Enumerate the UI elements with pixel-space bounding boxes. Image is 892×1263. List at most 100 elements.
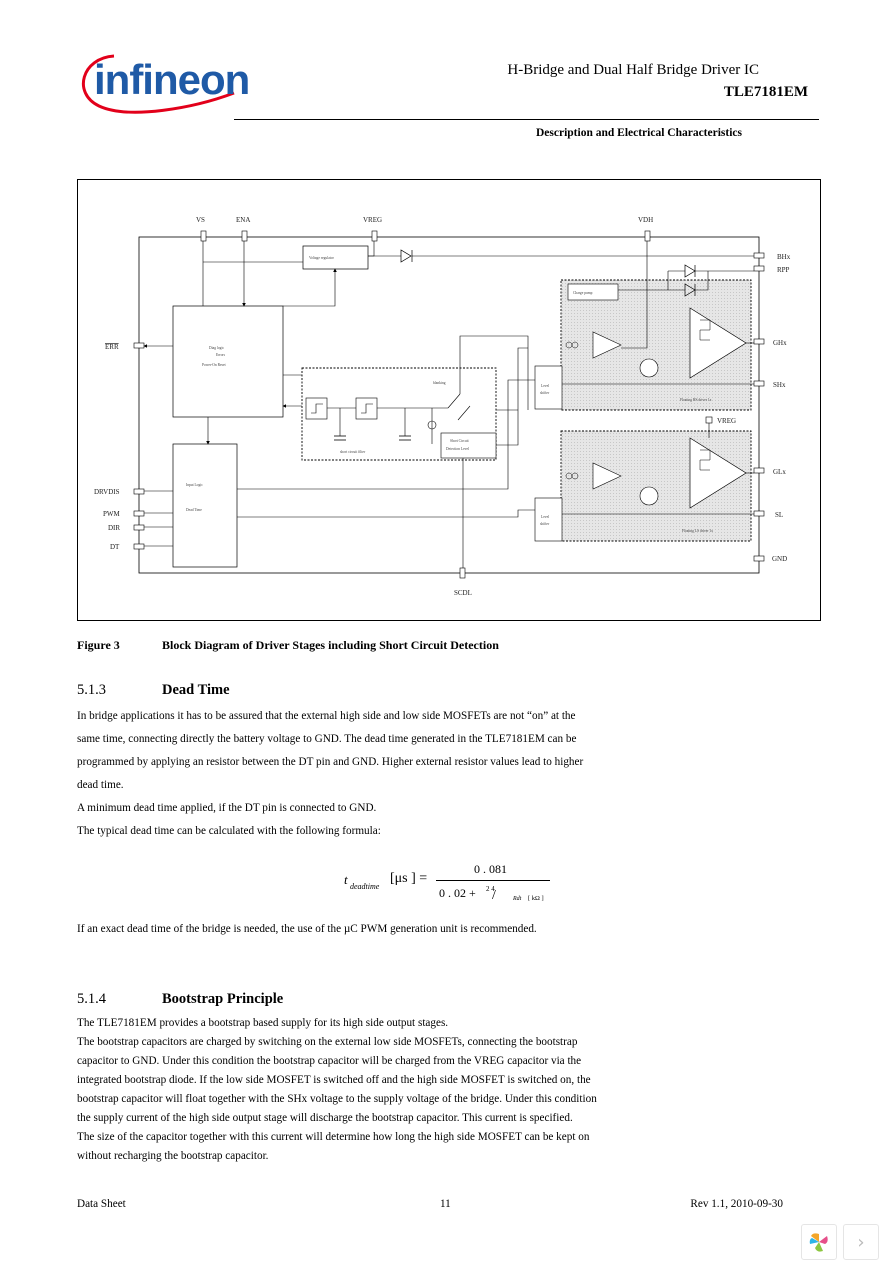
paragraph-line: dead time.: [77, 779, 124, 791]
wiring: [143, 241, 754, 568]
pin-glx: GLx: [753, 467, 786, 476]
document-title: H-Bridge and Dual Half Bridge Driver IC: [507, 62, 759, 78]
schmitt-trigger-1: [305, 397, 328, 420]
pin-label-shx: SHx: [773, 381, 786, 389]
diag-logic-block: [172, 305, 284, 418]
fraction-bar: [436, 880, 550, 881]
bootstrap-paragraph: The TLE7181EM provides a bootstrap based…: [77, 1014, 697, 1166]
pin-label-drvdis: DRVDIS: [94, 488, 120, 496]
formula-lhs-var: t: [344, 872, 348, 887]
short-circuit-detection-block: [440, 432, 497, 459]
footer-revision: Rev 1.1, 2010-09-30: [690, 1198, 783, 1210]
pin-ena: ENA: [236, 216, 250, 242]
paragraph-line: The TLE7181EM provides a bootstrap based…: [77, 1017, 449, 1029]
level-shifter-ls-label-1: Level: [541, 515, 549, 519]
dead-time-note: If an exact dead time of the bridge is n…: [77, 923, 537, 935]
pin-label-gnd: GND: [772, 555, 787, 563]
pin-label-dt: DT: [110, 543, 120, 551]
rpp-diode-1: [684, 264, 696, 278]
pin-vdh: VDH: [638, 216, 653, 242]
footer-page-number: 11: [440, 1198, 451, 1210]
ls-driver-label: Floating LS driver 1x: [682, 529, 713, 533]
formula-lhs-sub: deadtime: [350, 882, 380, 891]
paragraph-line: integrated bootstrap diode. If the low s…: [77, 1074, 591, 1086]
pinwheel-logo-icon[interactable]: [801, 1224, 837, 1260]
pin-vs: VS: [196, 216, 207, 242]
schmitt-trigger-2: [355, 397, 378, 420]
section-running-title: Description and Electrical Characteristi…: [536, 127, 742, 139]
input-logic-block: [172, 443, 238, 568]
hs-driver-label: Floating HS driver 1x: [680, 398, 712, 402]
sc-detection-label-2: Detection Level: [446, 447, 469, 451]
formula-denominator-start: 0 . 02 +: [439, 886, 476, 900]
paragraph-line: capacitor to GND. Under this condition t…: [77, 1055, 582, 1067]
formula-lhs-unit: [μs ] =: [390, 871, 428, 886]
infineon-logo: infineon: [74, 48, 250, 118]
paragraph-line: A minimum dead time applied, if the DT p…: [77, 802, 377, 814]
pin-label-err: ERR: [105, 343, 119, 351]
section-number: 5.1.4: [77, 991, 106, 1007]
pin-pwm: PWM: [103, 510, 145, 518]
paragraph-line: programmed by applying an resistor betwe…: [77, 756, 584, 768]
formula-numerator: 0 . 081: [474, 862, 507, 876]
pin-vreg-right: VREG: [705, 416, 736, 425]
dead-time-formula: t deadtime [μs ] = 0 . 081 0 . 02 + 2 4 …: [340, 858, 560, 910]
paragraph-line: same time, connecting directly the batte…: [77, 733, 577, 745]
pin-label-scdl: SCDL: [454, 589, 472, 597]
pin-gnd: GND: [753, 555, 787, 563]
pin-label-vreg-right: VREG: [717, 417, 736, 425]
pin-label-vdh: VDH: [638, 216, 653, 224]
short-circuit-filter-block: [301, 367, 497, 461]
formula-denominator-unit: [ kΩ ]: [528, 895, 544, 902]
block-diagram: VS ENA VREG VDH BHx RPP GHx SHx: [94, 216, 791, 597]
pin-label-sl: SL: [775, 511, 783, 519]
level-shifter-hs-label-2: shifter: [540, 391, 550, 395]
pin-bhx: BHx: [753, 252, 791, 261]
pin-shx: SHx: [753, 380, 786, 389]
pin-label-ena: ENA: [236, 216, 250, 224]
footer-doc-type: Data Sheet: [77, 1198, 126, 1210]
sc-detection-label-1: Short Circuit: [450, 439, 469, 443]
pin-label-vreg-top: VREG: [363, 216, 382, 224]
bootstrap-diode: [400, 249, 412, 263]
formula-denominator-num: 2 4: [486, 885, 495, 893]
paragraph-line: bootstrap capacitor will float together …: [77, 1093, 597, 1105]
pin-label-rpp: RPP: [777, 266, 790, 274]
header-rule: [234, 119, 819, 120]
paragraph-line: The bootstrap capacitors are charged by …: [77, 1036, 578, 1048]
ic-outline: [138, 236, 760, 574]
dead-time-paragraph: In bridge applications it has to be assu…: [77, 705, 697, 843]
paragraph-line: without recharging the bootstrap capacit…: [77, 1150, 269, 1162]
blanking-label: blanking: [433, 381, 446, 385]
pin-label-pwm: PWM: [103, 510, 121, 518]
paragraph-line: In bridge applications it has to be assu…: [77, 710, 576, 722]
pin-vreg-top: VREG: [363, 216, 382, 242]
chevron-right-icon[interactable]: ›: [843, 1224, 879, 1260]
level-shifter-ls: [534, 497, 563, 542]
section-title: Dead Time: [162, 682, 230, 698]
pin-label-glx: GLx: [773, 468, 786, 476]
diag-logic-label-3: Power-On Reset: [202, 363, 226, 367]
brand-wordmark: infineon: [94, 56, 250, 103]
voltage-regulator-label: Voltage regulator: [309, 256, 335, 260]
diag-logic-label-1: Diag logic: [209, 346, 224, 350]
paragraph-line: the supply current of the high side outp…: [77, 1112, 573, 1124]
pin-label-dir: DIR: [108, 524, 120, 532]
input-logic-label-1: Input Logic: [186, 483, 203, 487]
pin-drvdis: DRVDIS: [94, 488, 145, 496]
pin-dt: DT: [110, 543, 145, 551]
pin-label-bhx: BHx: [777, 253, 791, 261]
figure-number: Figure 3: [77, 638, 120, 652]
section-title: Bootstrap Principle: [162, 991, 284, 1007]
part-number: TLE7181EM: [723, 84, 808, 100]
level-shifter-hs: [534, 365, 563, 410]
pin-dir: DIR: [108, 524, 145, 532]
diag-logic-label-2: Errors: [216, 353, 226, 357]
level-shifter-ls-label-2: shifter: [540, 522, 550, 526]
level-shifter-hs-label-1: Level: [541, 384, 549, 388]
pin-rpp: RPP: [753, 265, 790, 274]
figure-caption: Block Diagram of Driver Stages including…: [162, 638, 499, 652]
formula-slash: /: [492, 888, 496, 903]
paragraph-line: The size of the capacitor together with …: [77, 1131, 590, 1143]
sc-filter-label: short circuit filter: [340, 450, 366, 454]
